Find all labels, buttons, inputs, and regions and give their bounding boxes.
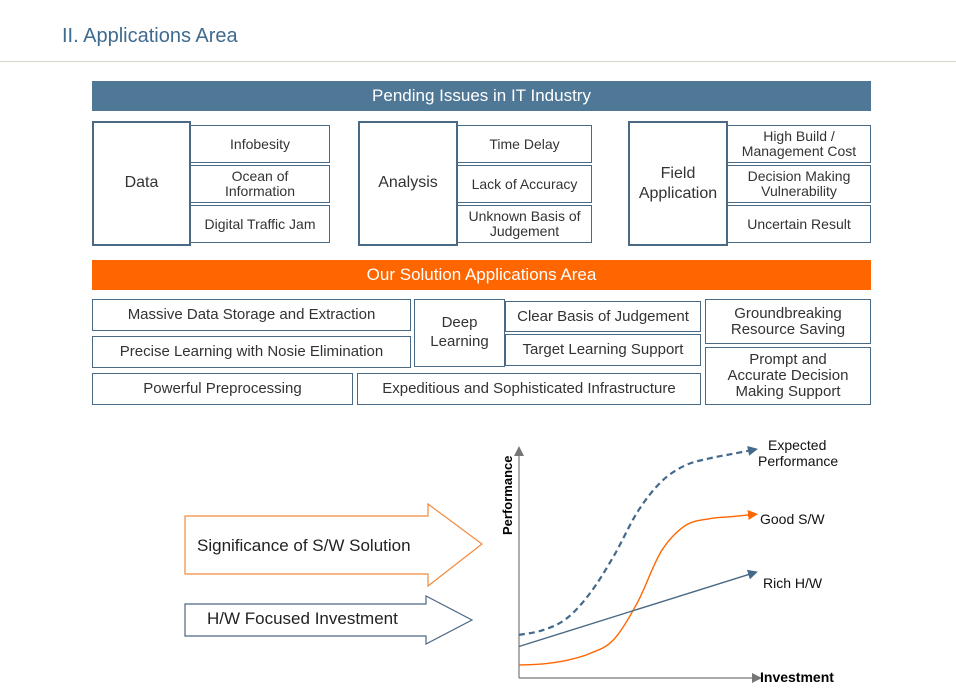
series-line-expected-performance <box>518 445 758 636</box>
series-label-rich-hw: Rich H/W <box>763 575 823 591</box>
pending-issues-banner: Pending Issues in IT Industry <box>92 81 871 111</box>
x-axis-label: Investment <box>760 669 834 685</box>
issue-lack-of-accuracy: Lack of Accuracy <box>457 165 592 203</box>
solution-clear-basis: Clear Basis of Judgement <box>505 301 701 332</box>
issue-time-delay: Time Delay <box>457 125 592 163</box>
significance-block-arrow <box>184 502 483 588</box>
issue-digital-traffic-jam: Digital Traffic Jam <box>190 205 330 243</box>
issue-uncertain-result: Uncertain Result <box>727 205 871 243</box>
y-axis-label: Performance <box>500 456 515 535</box>
issue-unknown-basis: Unknown Basis of Judgement <box>457 205 592 243</box>
solution-banner: Our Solution Applications Area <box>92 260 871 290</box>
issue-ocean-of-information: Ocean of Information <box>190 165 330 203</box>
significance-label: Significance of S/W Solution <box>197 536 411 555</box>
group-analysis-label: Analysis <box>358 121 458 246</box>
page-title: II. Applications Area <box>62 25 238 47</box>
series-label-good-sw: Good S/W <box>760 511 825 527</box>
solution-massive-data: Massive Data Storage and Extraction <box>92 299 411 331</box>
solution-expeditious-infrastructure: Expeditious and Sophisticated Infrastruc… <box>357 373 701 405</box>
hw-block-arrow <box>184 595 474 645</box>
issue-high-build-cost: High Build / Management Cost <box>727 125 871 163</box>
solution-target-learning: Target Learning Support <box>505 334 701 366</box>
solution-powerful-preprocessing: Powerful Preprocessing <box>92 373 353 405</box>
series-line-good-sw <box>518 510 758 666</box>
title-divider <box>0 61 956 62</box>
solution-groundbreaking: Groundbreaking Resource Saving <box>705 299 871 344</box>
solution-precise-learning: Precise Learning with Nosie Elimination <box>92 336 411 368</box>
issue-infobesity: Infobesity <box>190 125 330 163</box>
series-line-rich-hw <box>518 569 758 648</box>
solution-deep-learning: Deep Learning <box>414 299 505 367</box>
issue-decision-vulnerability: Decision Making Vulnerability <box>727 165 871 203</box>
hw-label: H/W Focused Investment <box>207 609 398 628</box>
solution-prompt-decision: Prompt and Accurate Decision Making Supp… <box>705 347 871 405</box>
